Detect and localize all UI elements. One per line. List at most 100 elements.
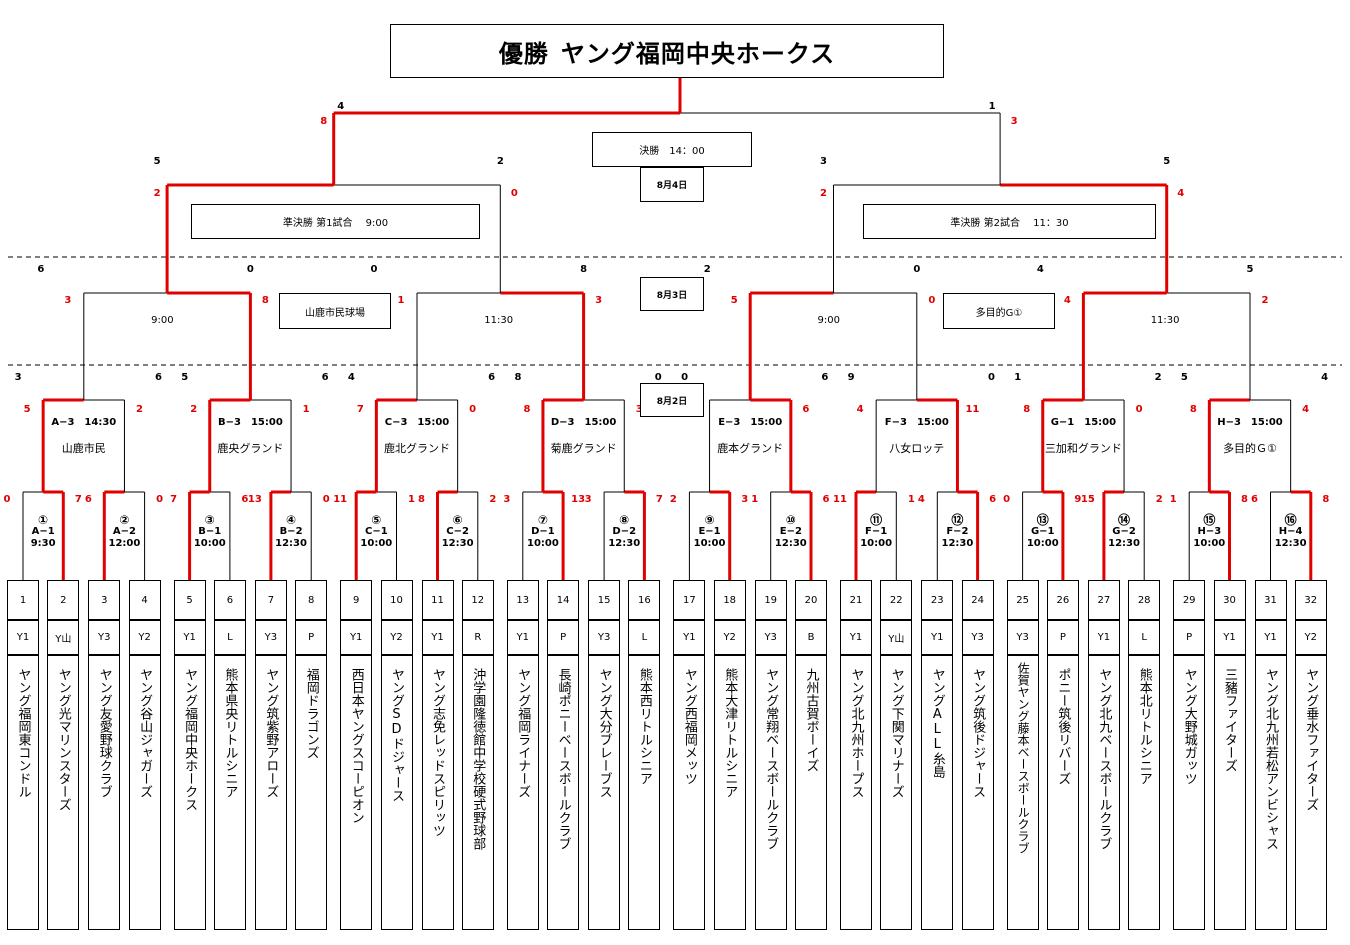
- team-league: B: [795, 620, 827, 655]
- r1-score-right: 0: [322, 494, 330, 505]
- r2-match-code: F−3 15:00: [884, 417, 949, 428]
- match-code: E−1: [698, 526, 721, 537]
- day2-date: 8月2日: [640, 383, 704, 417]
- team-name-cell: ヤング北九ベースボールクラブ: [1087, 655, 1120, 930]
- r2-total-right: 4: [1321, 372, 1329, 383]
- team-number: 27: [1087, 580, 1120, 620]
- team-name: ヤング大野城ガッツ: [1181, 668, 1197, 785]
- r1-score-right: 8: [1241, 494, 1248, 505]
- team-name: ヤング垂水ファイターズ: [1303, 668, 1319, 811]
- team-number: 20: [795, 580, 827, 620]
- r2-score-right: 3: [627, 404, 651, 415]
- team-number: 12: [461, 580, 494, 620]
- r2-venue: 鹿北グランド: [384, 442, 450, 455]
- r1-score-left: 0: [1003, 494, 1011, 505]
- r1-score-left: 1: [1169, 494, 1177, 505]
- qf-time: 11:30: [484, 315, 514, 326]
- team-league: Y1: [173, 620, 206, 655]
- r2-match-code: C−3 15:00: [384, 417, 450, 428]
- team-name-cell: ヤング北九州ホープス: [840, 655, 872, 930]
- team-name: ヤング谷山ジャガーズ: [137, 668, 153, 798]
- r1-score-right: 7: [74, 494, 82, 505]
- team-number: 23: [921, 580, 954, 620]
- team-name-cell: 西日本ヤングスコーピオン: [340, 655, 373, 930]
- final-total-right: 1: [988, 101, 996, 112]
- r1-score-left: 1: [751, 494, 759, 505]
- team-number: 22: [880, 580, 913, 620]
- match-code: H−3: [1197, 526, 1222, 537]
- team-name-cell: 熊本大津リトルシニア: [713, 655, 746, 930]
- team-number: 32: [1294, 580, 1327, 620]
- team-number: 9: [340, 580, 373, 620]
- r2-match-code: B−3 15:00: [217, 417, 283, 428]
- sf-total-right: 2: [496, 156, 504, 167]
- team-league: P: [295, 620, 328, 655]
- r1-score-left: 0: [3, 494, 11, 505]
- sf-score-left: 2: [820, 188, 827, 199]
- team-name-cell: 福岡ドラゴンズ: [295, 655, 328, 930]
- match-time: 12:30: [1108, 538, 1140, 549]
- team-league: L: [628, 620, 661, 655]
- match-time: 10:00: [360, 538, 393, 549]
- team-name: 九州古賀ボーイズ: [803, 668, 819, 772]
- team-league: L: [213, 620, 246, 655]
- r2-total-left: 8: [514, 372, 522, 383]
- r1-score-left: 8: [418, 494, 425, 505]
- r1-score-right: 6: [989, 494, 997, 505]
- team-name: ヤング北九ベースボールクラブ: [1096, 668, 1112, 850]
- team-name: ヤング光マリンスターズ: [55, 668, 71, 811]
- match-time: 12:30: [1274, 538, 1307, 549]
- team-number: 16: [628, 580, 661, 620]
- r2-total-right: 0: [987, 372, 995, 383]
- r1-score-left: 11: [333, 494, 348, 505]
- team-name: 熊本西リトルシニア: [636, 668, 652, 785]
- r2-venue: 鹿央グランド: [217, 442, 284, 455]
- match-code: C−1: [365, 526, 388, 537]
- qf-score-right: 0: [928, 295, 936, 306]
- match-time: 12:00: [108, 538, 141, 549]
- r2-score-left: 8: [1023, 404, 1031, 415]
- team-name: 三豬ファイターズ: [1222, 668, 1237, 772]
- semifinal-1-label: 準決勝 第1試合 9:00: [191, 204, 480, 239]
- team-number: 13: [506, 580, 539, 620]
- qf-score-left: 4: [1063, 295, 1071, 306]
- r2-venue: 山鹿市民: [61, 442, 106, 455]
- match-number: ⑪: [870, 513, 883, 527]
- r1-score-right: 1: [408, 494, 415, 505]
- match-time: 12:30: [774, 538, 807, 549]
- team-name-cell: ヤング下関マリナーズ: [880, 655, 913, 930]
- team-name-cell: ヤングSDドジャース: [380, 655, 413, 930]
- team-name-cell: ヤング光マリンスターズ: [47, 655, 80, 930]
- r2-score-left: 4: [856, 404, 864, 415]
- match-time: 9:30: [30, 538, 56, 549]
- team-name-cell: ポニー筑後リバーズ: [1046, 655, 1079, 930]
- team-name-cell: 熊本県央リトルシニア: [213, 655, 246, 930]
- team-league: Y1: [1087, 620, 1120, 655]
- team-name: ヤング福岡東コンドル: [15, 668, 31, 798]
- team-league: Y2: [1294, 620, 1327, 655]
- r1-score-right: 13: [571, 494, 586, 505]
- team-name: ヤング福岡ライナーズ: [515, 668, 531, 798]
- team-name: 熊本北リトルシニア: [1136, 668, 1152, 785]
- team-number: 11: [421, 580, 454, 620]
- match-number: ⑨: [704, 513, 715, 527]
- r1-score-right: 3: [741, 494, 749, 505]
- r1-score-left: 4: [917, 494, 925, 505]
- final-total-left: 4: [337, 101, 345, 112]
- r2-total-left: 5: [1180, 372, 1188, 383]
- r1-score-right: 2: [1155, 494, 1163, 505]
- champion-label: 優勝: [498, 39, 549, 68]
- match-code: F−2: [946, 526, 969, 537]
- team-number: 5: [173, 580, 206, 620]
- team-league: Y1: [1254, 620, 1287, 655]
- r2-total-right: 6: [821, 372, 829, 383]
- qf-total-right: 0: [913, 264, 921, 275]
- match-number: ②: [119, 513, 130, 527]
